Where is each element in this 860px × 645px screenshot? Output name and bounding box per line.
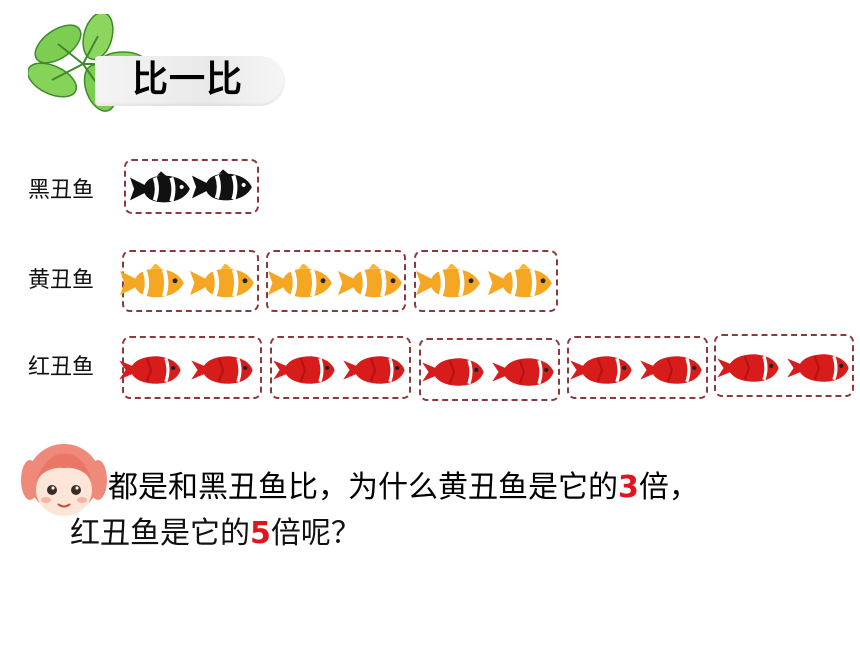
red-fish-icon — [421, 354, 487, 390]
page-title: 比一比 — [132, 59, 244, 100]
red-fish-icon — [569, 352, 635, 388]
yellow-fish-icon — [268, 264, 334, 302]
yellow-fish-icon — [338, 264, 404, 302]
question-line-2-tail: 倍呢？ — [270, 516, 361, 551]
question-line-2-text: 红丑鱼是它的 — [70, 516, 250, 551]
red-fish-group — [122, 336, 262, 399]
red-fish-group — [270, 336, 411, 399]
title-banner — [95, 56, 285, 106]
yellow-fish-group — [266, 250, 406, 312]
yellow-fish-icon — [190, 264, 256, 302]
red-fish-icon — [118, 352, 184, 388]
red-fish-icon — [491, 354, 557, 390]
row-label-black: 黑丑鱼 — [28, 178, 95, 203]
question-line-1-text: 都是和黑丑鱼比，为什么黄丑鱼是它的 — [108, 470, 618, 505]
red-fish-group — [567, 336, 708, 399]
number-five: 5 — [250, 516, 271, 551]
number-three: 3 — [618, 470, 639, 505]
red-fish-icon — [786, 350, 852, 386]
red-fish-icon — [639, 352, 705, 388]
girl-avatar-icon — [18, 440, 110, 522]
yellow-fish-icon — [488, 264, 554, 302]
yellow-fish-icon — [416, 264, 482, 302]
red-fish-group — [714, 334, 854, 397]
yellow-fish-group — [122, 250, 259, 312]
black-fish-icon — [130, 171, 192, 207]
row-label-red: 红丑鱼 — [28, 355, 95, 380]
red-fish-group — [419, 338, 560, 401]
yellow-fish-icon — [120, 264, 186, 302]
question-line-2: 红丑鱼是它的5倍呢？ — [70, 512, 770, 556]
red-fish-icon — [190, 352, 256, 388]
row-label-yellow: 黄丑鱼 — [28, 268, 95, 293]
black-fish-icon — [192, 169, 254, 205]
red-fish-icon — [342, 352, 408, 388]
yellow-fish-group — [414, 250, 558, 312]
question-line-1-tail: 倍， — [638, 470, 699, 505]
red-fish-icon — [716, 350, 782, 386]
black-fish-group — [124, 159, 259, 214]
red-fish-icon — [272, 352, 338, 388]
question-line-1: 都是和黑丑鱼比，为什么黄丑鱼是它的3倍， — [108, 466, 853, 510]
